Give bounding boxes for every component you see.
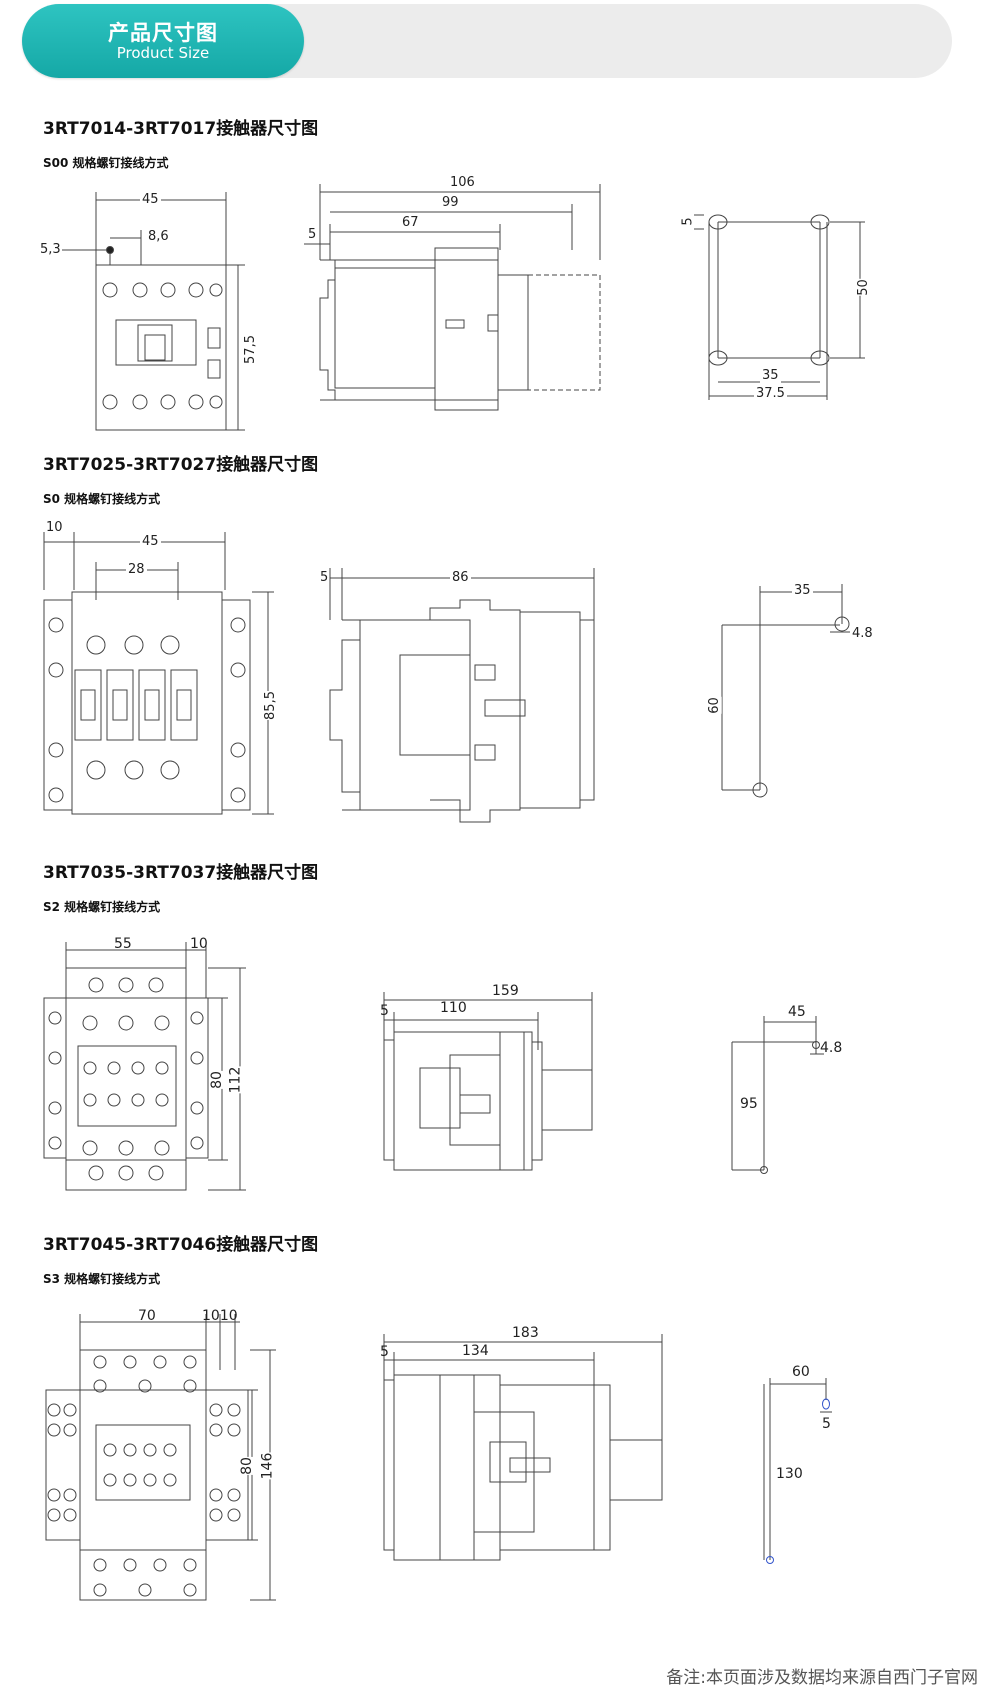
dim-depth-4: 5: [308, 227, 317, 242]
dim-height: 60: [706, 697, 722, 714]
dim-height: 112: [227, 1066, 244, 1094]
section-subtitle-3: S2 规格螺钉接线方式: [43, 900, 161, 914]
front-view-drawing-4: [45, 1314, 276, 1601]
section-subtitle-2: S0 规格螺钉接线方式: [43, 492, 161, 506]
section-subtitle-4: S3 规格螺钉接线方式: [43, 1272, 161, 1286]
dim-height: 95: [740, 1096, 758, 1112]
dim-spacing: 45: [786, 1004, 808, 1020]
dim-depth-3: 110: [440, 1000, 467, 1016]
dim-spacing: 35: [792, 583, 813, 598]
dim-width: 70: [138, 1308, 156, 1324]
front-view-drawing-1: [62, 192, 245, 431]
dim-depth-2: 99: [440, 195, 461, 210]
dim-height: 50: [855, 279, 871, 296]
dim-depth-2: 5: [380, 1003, 389, 1019]
dim-depth-1: 5: [320, 570, 329, 585]
dim-height: 57,5: [242, 335, 258, 364]
dim-offset: 10: [190, 936, 208, 952]
side-view-drawing-3: [383, 992, 593, 1171]
dim-hole: 5: [822, 1416, 831, 1432]
dim-height-inner: 80: [238, 1457, 255, 1475]
mounting-drawing-2: [721, 584, 850, 798]
dim-offset: 1010: [202, 1308, 238, 1324]
dim-hole: 4.8: [852, 626, 873, 641]
section-subtitle-1: S00 规格螺钉接线方式: [43, 156, 169, 170]
dim-depth-2: 5: [380, 1344, 389, 1360]
footnote: 备注:本页面涉及数据均来源自西门子官网: [666, 1668, 978, 1688]
dim-height: 130: [776, 1466, 803, 1482]
side-view-drawing-4: [383, 1334, 663, 1561]
dim-spacing: 60: [790, 1364, 812, 1380]
mounting-drawing-3: [731, 1016, 824, 1174]
section-title-3: 3RT7035-3RT7037接触器尺寸图: [43, 863, 319, 883]
dim-depth-total: 183: [510, 1325, 541, 1341]
dim-width: 45: [140, 192, 161, 207]
header-title-cn: 产品尺寸图: [108, 21, 218, 45]
header-title-en: Product Size: [116, 44, 210, 62]
dim-offset-b: 28: [126, 562, 147, 577]
side-view-drawing-2: [329, 568, 595, 823]
dim-height: 146: [259, 1452, 276, 1480]
dim-spacing-inner: 35: [760, 368, 781, 383]
dim-depth-2: 86: [450, 570, 471, 585]
mounting-drawing-1: [694, 214, 865, 400]
front-view-drawing-3: [43, 942, 246, 1191]
dim-offset-b: 8,6: [148, 229, 169, 244]
section-title-2: 3RT7025-3RT7027接触器尺寸图: [43, 455, 319, 475]
dim-offset-a: 10: [46, 520, 63, 535]
dim-hole: 4.8: [820, 1040, 843, 1056]
section-title-1: 3RT7014-3RT7017接触器尺寸图: [43, 119, 319, 139]
dim-height-inner: 80: [208, 1071, 225, 1089]
dim-depth-3: 134: [460, 1343, 491, 1359]
dim-spacing-outer: 37.5: [754, 386, 787, 401]
mounting-drawing-4: [763, 1378, 832, 1564]
dim-height: 85,5: [262, 691, 278, 720]
dim-width: 55: [114, 936, 132, 952]
dim-depth-total: 159: [492, 983, 519, 999]
header-badge: 产品尺寸图 Product Size: [22, 4, 304, 78]
dim-depth-total: 106: [448, 175, 477, 190]
dim-depth-3: 67: [400, 215, 421, 230]
dim-offset-a: 5,3: [40, 242, 61, 257]
dim-width: 45: [140, 534, 161, 549]
dim-hole: 5: [680, 217, 696, 226]
side-view-drawing-1: [304, 184, 601, 411]
section-title-4: 3RT7045-3RT7046接触器尺寸图: [43, 1235, 319, 1255]
